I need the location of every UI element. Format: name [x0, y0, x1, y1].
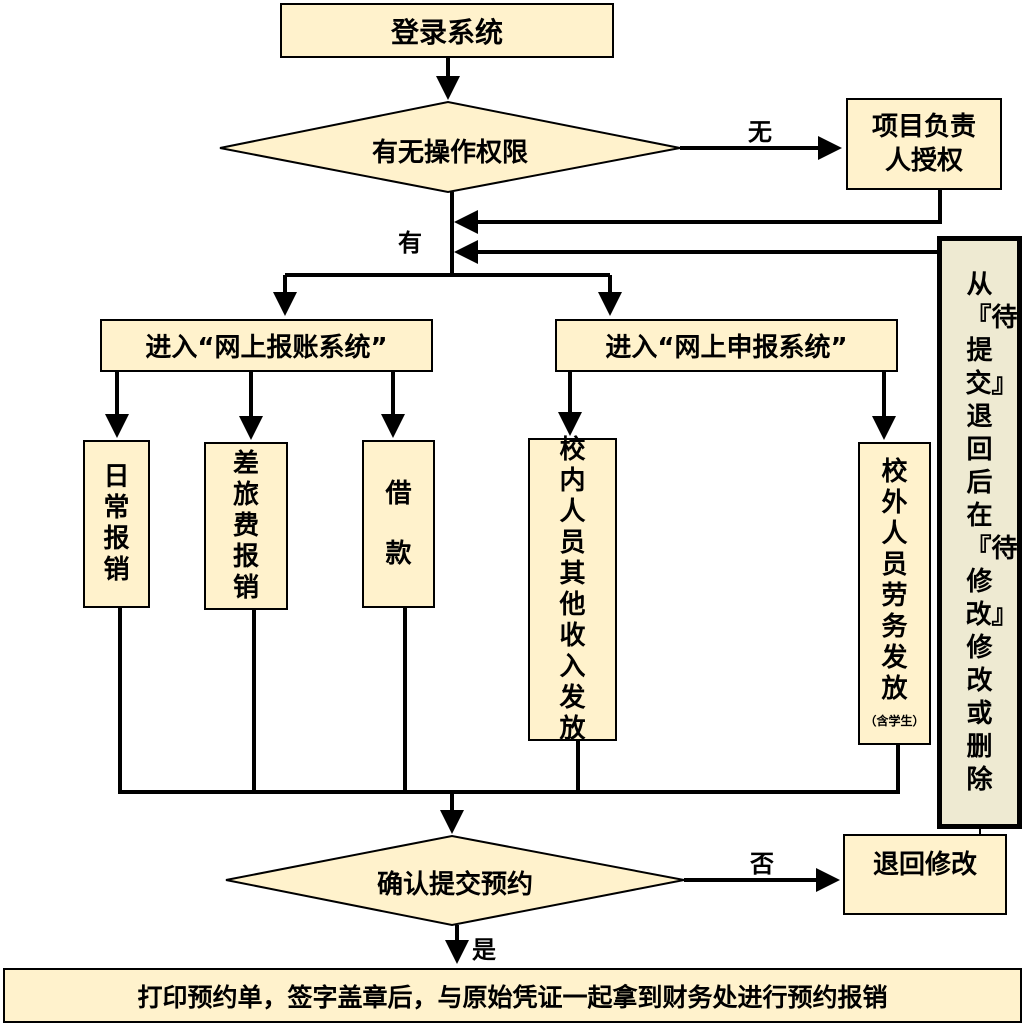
- permission-check-label: 有无操作权限: [371, 138, 528, 168]
- internal-income-label: 校内人员其他收入发放: [559, 434, 586, 744]
- confirm-label: 确认提交预约: [376, 870, 533, 900]
- no-label: 否: [750, 850, 774, 878]
- loan-box: 借款: [362, 440, 435, 608]
- no-permission-label: 无: [748, 118, 772, 146]
- arrow-authorize-back: [454, 189, 942, 234]
- external-note: （含学生）: [864, 713, 925, 728]
- travel-label: 差旅费报销: [232, 448, 259, 603]
- daily-label: 日常报销: [103, 462, 130, 585]
- return-modify-box: 退回修改: [843, 834, 1007, 915]
- loan-label: 借款: [385, 479, 412, 569]
- return-note-label: 从『待提交』退回后在『待修改』修改或删除: [965, 269, 1018, 795]
- has-permission-label: 有: [398, 229, 422, 257]
- daily-reimburse-box: 日常报销: [83, 440, 150, 608]
- declare-system-box: 进入“网上申报系统”: [555, 319, 898, 372]
- yes-label: 是: [472, 936, 496, 964]
- external-labor-label: 校外人员劳务发放: [881, 456, 908, 704]
- authorize-box: 项目负责人授权: [846, 98, 1002, 190]
- login-box: 登录系统: [280, 3, 614, 58]
- return-note-box: 从『待提交』退回后在『待修改』修改或删除: [937, 236, 1022, 829]
- travel-reimburse-box: 差旅费报销: [204, 442, 288, 610]
- internal-income-box: 校内人员其他收入发放: [528, 435, 617, 744]
- external-labor-box: 校外人员劳务发放 （含学生）: [858, 442, 931, 745]
- final-step-box: 打印预约单，签字盖章后，与原始凭证一起拿到财务处进行预约报销: [3, 968, 1022, 1023]
- reimburse-system-box: 进入“网上报账系统”: [100, 319, 433, 372]
